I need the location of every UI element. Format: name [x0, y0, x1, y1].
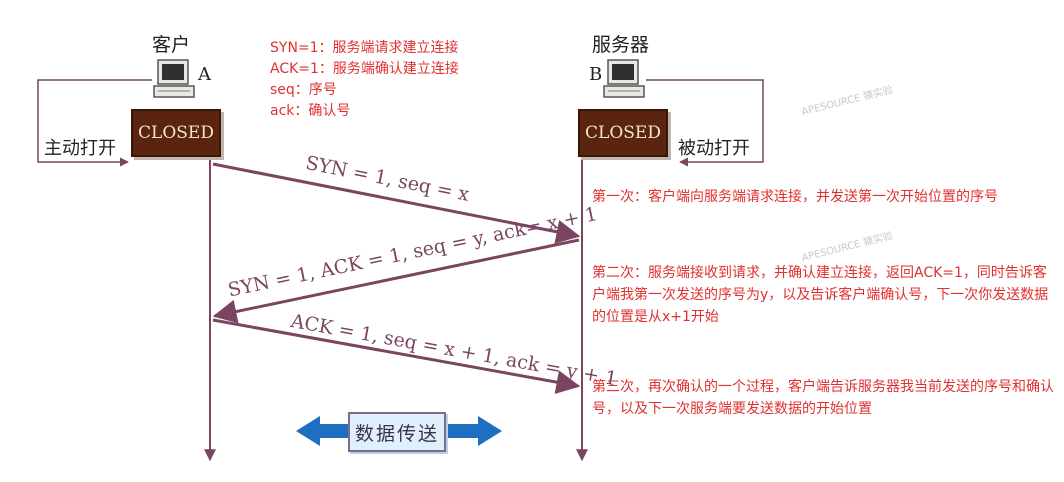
legend: SYN=1：服务端请求建立连接 ACK=1：服务端确认建立连接 seq：序号 a…	[270, 38, 459, 122]
note-second: 第二次：服务端接收到请求，并确认建立连接，返回ACK=1，同时告诉客户端我第一次…	[592, 265, 1049, 325]
client-state-box: CLOSED	[131, 109, 221, 157]
note-third: 第三次，再次确认的一个过程，客户端告诉服务器我当前发送的序号和确认号，以及下一次…	[592, 379, 1054, 417]
passive-open-label: 被动打开	[678, 138, 750, 159]
server-letter: B	[589, 64, 603, 85]
ack-arrow	[212, 318, 581, 394]
legend-seq: seq：序号	[270, 82, 337, 98]
legend-syn: SYN=1：服务端请求建立连接	[270, 40, 459, 56]
server-state-box: CLOSED	[578, 109, 668, 157]
legend-ack-number: ack：确认号	[270, 103, 351, 119]
data-transfer-label: 数据传送	[348, 412, 446, 452]
server-computer-icon	[603, 59, 645, 98]
syn-ack-arrow	[212, 238, 580, 324]
note-first: 第一次：客户端向服务端请求连接，并发送第一次开始位置的序号	[592, 189, 998, 205]
client-letter: A	[198, 64, 211, 85]
client-title: 客户	[152, 34, 191, 56]
active-open-loop	[37, 79, 152, 167]
syn-arrow	[212, 162, 581, 244]
server-title: 服务器	[592, 34, 650, 56]
active-open-label: 主动打开	[44, 138, 116, 159]
legend-ack: ACK=1：服务端确认建立连接	[270, 61, 459, 77]
client-computer-icon	[153, 59, 195, 98]
passive-open-loop	[646, 79, 764, 167]
